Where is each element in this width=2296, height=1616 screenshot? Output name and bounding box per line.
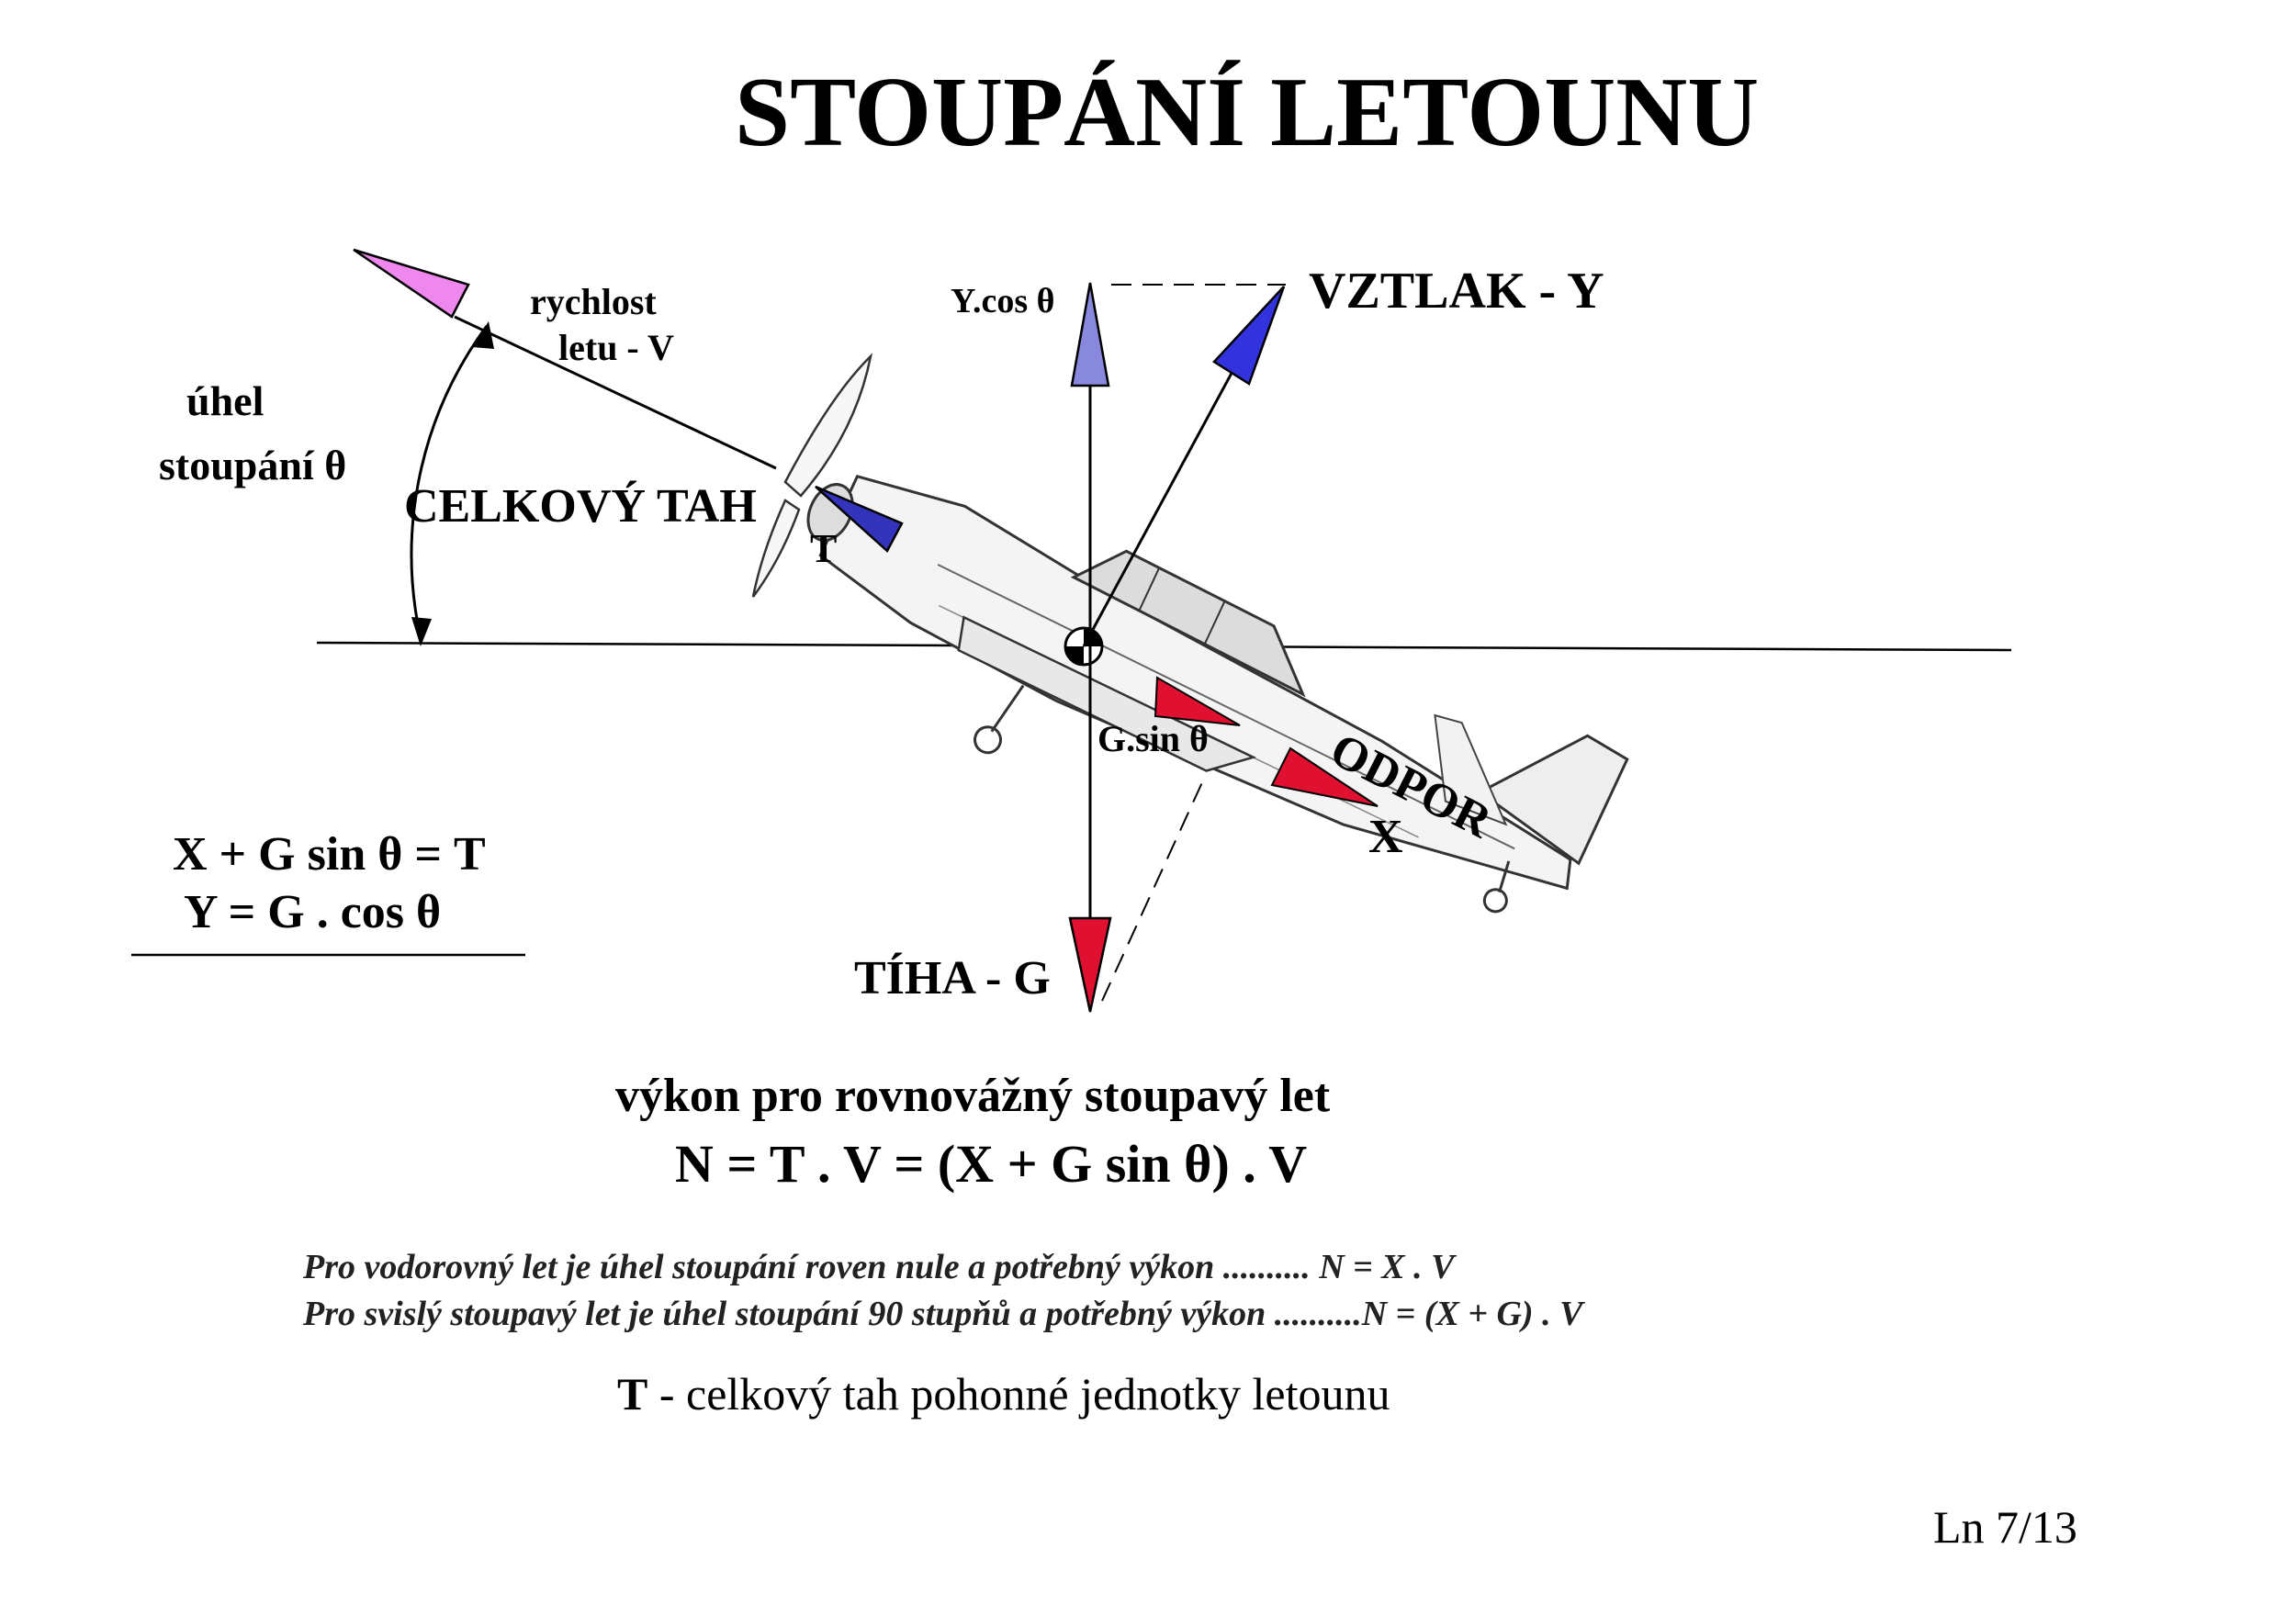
weight-label: TÍHA - G bbox=[854, 951, 1051, 1004]
thrust-label: CELKOVÝ TAH bbox=[404, 479, 757, 533]
velocity-line bbox=[454, 315, 777, 470]
weight-arrow bbox=[1068, 916, 1112, 1013]
airplane-wheel bbox=[974, 725, 1003, 755]
airplane-stabilizer bbox=[1434, 713, 1508, 826]
page-number-label: Ln 7/13 bbox=[1933, 1501, 2077, 1553]
velocity-label-line2: letu - V bbox=[558, 327, 674, 368]
note-vertical-flight: Pro svislý stoupavý let je úhel stoupání… bbox=[302, 1295, 1585, 1333]
lift-component-arrow bbox=[1070, 282, 1110, 387]
power-formula: N = T . V = (X + G sin θ) . V bbox=[675, 1134, 1307, 1194]
drag-arrow bbox=[1270, 746, 1379, 807]
airplane-tail-gear bbox=[1498, 860, 1511, 893]
power-heading: výkon pro rovnovážný stoupavý let bbox=[615, 1070, 1331, 1122]
equation-thrust: X + G sin θ = T bbox=[173, 828, 486, 881]
angle-label-line1: úhel bbox=[186, 377, 264, 424]
velocity-arrow bbox=[353, 248, 470, 319]
climb-angle-arrowhead-upper bbox=[472, 321, 494, 349]
weight-component-label: G.sin θ bbox=[1097, 718, 1209, 759]
page-title: STOUPÁNÍ LETOUNU bbox=[735, 58, 1759, 167]
airplane-canopy-frame bbox=[1138, 567, 1160, 611]
thrust-arrow bbox=[815, 485, 904, 553]
note-horizontal-flight: Pro vodorovný let je úhel stoupání roven… bbox=[302, 1248, 1457, 1286]
lift-force-line bbox=[1082, 331, 1255, 647]
airplane-tail-wheel bbox=[1482, 888, 1508, 914]
equation-lift: Y = G . cos θ bbox=[184, 886, 441, 938]
climb-angle-arrowhead-lower bbox=[411, 617, 432, 646]
velocity-label-line1: rychlost bbox=[530, 281, 657, 322]
airplane-propeller bbox=[751, 353, 872, 598]
drag-symbol-label: X bbox=[1368, 811, 1403, 863]
lift-arrow bbox=[1212, 286, 1286, 386]
lift-component-label: Y.cos θ bbox=[951, 282, 1054, 320]
climb-angle-arc bbox=[410, 325, 489, 639]
dashed-weight-component-line bbox=[1101, 780, 1204, 1002]
weight-component-arrow bbox=[1154, 676, 1241, 726]
propeller-blade-upper bbox=[783, 353, 872, 498]
airplane-canopy-frame bbox=[1204, 600, 1226, 645]
thrust-symbol-label: T bbox=[810, 526, 837, 571]
airplane-fuselage bbox=[818, 475, 1572, 891]
angle-label-line2: stoupání θ bbox=[159, 442, 346, 488]
propeller-blade-lower bbox=[751, 499, 801, 598]
lift-label: VZTLAK - Y bbox=[1309, 263, 1604, 320]
thrust-legend-text: - celkový tah pohonné jednotky letounu bbox=[647, 1368, 1390, 1420]
airplane-tail-fin bbox=[1477, 734, 1629, 866]
thrust-legend: T - celkový tah pohonné jednotky letounu bbox=[617, 1368, 1390, 1420]
airplane-canopy bbox=[1070, 549, 1306, 698]
airplane-drawing bbox=[806, 475, 1629, 914]
airplane-panel-line bbox=[937, 563, 1515, 850]
thrust-legend-symbol: T bbox=[617, 1368, 647, 1420]
airplane-landing-gear bbox=[990, 684, 1025, 733]
